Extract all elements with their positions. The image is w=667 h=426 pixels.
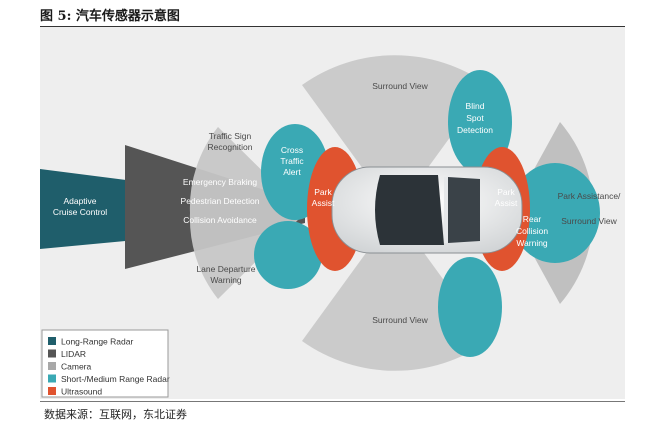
legend-swatch-4 [48, 387, 56, 395]
blind-spot-radar-zone [448, 70, 512, 174]
park-assistance-right-label-2: Surround View [561, 216, 617, 226]
pedestrian-detection-label: Pedestrian Detection [181, 196, 260, 206]
source-note: 数据来源：互联网，东北证券 [44, 408, 187, 421]
cross-traffic-label-1: Cross [281, 145, 303, 155]
rear-collision-label-2: Collision [516, 226, 548, 236]
sensor-diagram-svg: Adaptive Cruise Control Traffic Sign Rec… [40, 55, 621, 398]
legend-swatch-2 [48, 362, 56, 370]
car-top-view [331, 166, 523, 254]
lane-departure-label-1: Lane Departure [196, 264, 255, 274]
blind-spot-label-1: Blind [466, 101, 485, 111]
sensor-diagram: Adaptive Cruise Control Traffic Sign Rec… [40, 27, 625, 399]
rear-collision-label-1: Rear [523, 214, 542, 224]
legend-label-0: Long-Range Radar [61, 337, 133, 347]
legend-label-3: Short-/Medium Range Radar [61, 374, 170, 384]
traffic-sign-label-2: Recognition [208, 142, 253, 152]
rear-collision-label-3: Warning [516, 238, 548, 248]
traffic-sign-label-1: Traffic Sign [209, 131, 252, 141]
legend-label-2: Camera [61, 362, 92, 372]
title-divider [40, 26, 625, 27]
park-assist-front-label-1: Park [314, 187, 332, 197]
lane-departure-label-2: Warning [210, 275, 242, 285]
collision-avoidance-label: Collision Avoidance [183, 215, 257, 225]
legend-label-4: Ultrasound [61, 387, 102, 397]
blind-spot-label-3: Detection [457, 125, 493, 135]
rear-collision-radar-zone [510, 163, 600, 263]
park-assistance-right-label-1: Park Assistance/ [558, 191, 621, 201]
surround-view-top-zone [302, 55, 488, 214]
adaptive-cruise-label-2: Cruise Control [53, 207, 107, 217]
cross-traffic-label-2: Traffic [280, 156, 304, 166]
blind-spot-label-2: Spot [466, 113, 484, 123]
emergency-braking-label: Emergency Braking [183, 177, 257, 187]
park-assist-rear-label-2: Assist [495, 198, 518, 208]
legend-swatch-1 [48, 349, 56, 358]
legend-swatch-0 [48, 337, 56, 345]
legend-label-1: LIDAR [61, 349, 86, 359]
cross-traffic-label-3: Alert [283, 167, 301, 177]
legend-swatch-3 [48, 374, 56, 383]
front-camera-zone [189, 127, 305, 299]
park-assist-rear-label-1: Park [497, 187, 515, 197]
park-assist-front-label-2: Assist [312, 198, 335, 208]
surround-view-bottom-label: Surround View [372, 315, 428, 325]
footer-divider [40, 401, 625, 402]
figure-title: 图 5: 汽车传感器示意图 [40, 9, 180, 24]
front-lower-radar-zone [254, 221, 322, 289]
adaptive-cruise-label-1: Adaptive [63, 196, 96, 206]
surround-view-bottom-zone [302, 213, 488, 371]
surround-view-top-label: Surround View [372, 81, 428, 91]
rear-lower-radar-zone [438, 257, 502, 357]
